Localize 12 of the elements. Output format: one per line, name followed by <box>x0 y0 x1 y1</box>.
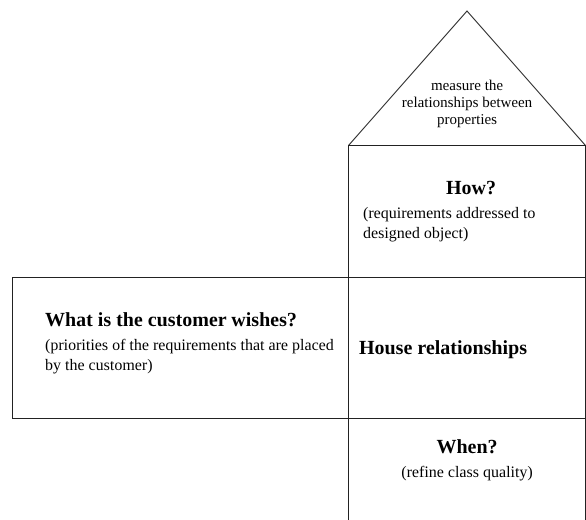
section-note: measure the relationships between properties <box>400 78 534 128</box>
section-heading: What is the customer wishes? <box>45 308 298 332</box>
house-section-box <box>348 145 586 278</box>
section-description: (priorities of the requirements that are placed by the customer) <box>45 336 334 376</box>
section-description: (refine class quality) <box>400 462 534 482</box>
section-heading: When? <box>435 434 499 458</box>
house-section-box <box>348 418 586 520</box>
house-section-box <box>12 277 349 419</box>
section-heading: House relationships <box>359 336 528 360</box>
roof-triangle <box>348 10 586 146</box>
section-description: (requirements addressed to designed object) <box>363 204 536 244</box>
section-heading: How? <box>445 176 497 200</box>
